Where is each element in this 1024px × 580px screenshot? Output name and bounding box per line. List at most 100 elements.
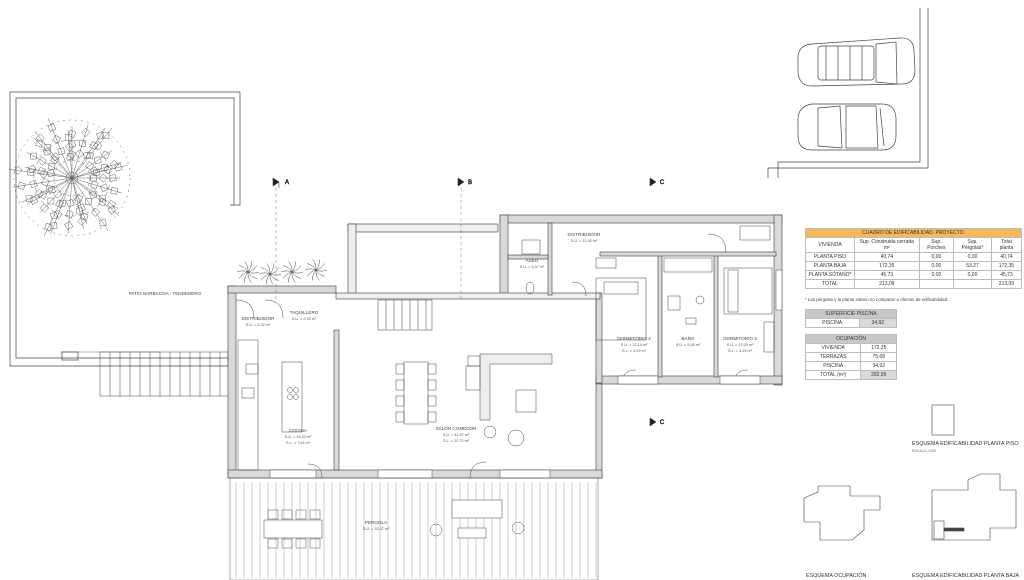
plant-leaf bbox=[307, 263, 317, 271]
plant-leaf bbox=[247, 271, 260, 274]
tree-leaf bbox=[79, 139, 87, 147]
label-pergola: PERGOLA bbox=[365, 520, 388, 525]
tree-leaf bbox=[46, 169, 55, 178]
plant-leaf bbox=[236, 270, 249, 273]
plant-leaf bbox=[269, 273, 282, 276]
plant-leaf bbox=[266, 263, 271, 275]
tree-leaf bbox=[40, 177, 50, 187]
tree-leaf bbox=[67, 140, 77, 149]
label-bano: BAÑO bbox=[681, 335, 694, 341]
tree-leaf bbox=[76, 207, 83, 215]
tree-leaf bbox=[34, 189, 44, 199]
tree-leaf bbox=[98, 173, 108, 183]
plant-leaf bbox=[269, 273, 279, 281]
svg-text:S.Ú. = 2,92 m²: S.Ú. = 2,92 m² bbox=[292, 316, 317, 321]
svg-text:S.Ú. = 3,32 m²: S.Ú. = 3,32 m² bbox=[246, 322, 271, 327]
label-aseo: ASEO bbox=[526, 258, 539, 263]
tree-branch bbox=[25, 167, 73, 179]
tree-leaf bbox=[29, 179, 38, 189]
plant-leaf bbox=[291, 271, 296, 283]
plant-leaf bbox=[247, 261, 252, 273]
section-mark-a: A bbox=[272, 177, 289, 300]
schema-ocupacion-caption: ESQUEMA OCUPACIÓN bbox=[806, 573, 867, 579]
tree-leaf bbox=[44, 144, 52, 151]
tree-leaf bbox=[114, 163, 123, 172]
tree-leaf bbox=[13, 165, 23, 175]
plant-leaf bbox=[315, 269, 325, 277]
plant-leaf bbox=[269, 267, 280, 275]
svg-text:S.Ú. = 5,80 m²: S.Ú. = 5,80 m² bbox=[676, 342, 701, 347]
pergola-area bbox=[229, 477, 599, 580]
tree-leaf bbox=[88, 187, 98, 197]
label-vestibulo: TAQUILLERO bbox=[290, 310, 319, 315]
tree-leaf bbox=[47, 185, 56, 194]
tree-branch bbox=[21, 177, 73, 203]
plant-leaf bbox=[315, 269, 328, 272]
plant-leaf bbox=[247, 271, 257, 279]
svg-text:C: C bbox=[660, 420, 665, 426]
edificabilidad-table: CUADRO DE EDIFICABILIDAD. PROYECTO. VIVI… bbox=[805, 228, 1023, 289]
tree-branch bbox=[12, 177, 73, 188]
tree-symbol bbox=[8, 118, 131, 237]
label-distribuidor-1: DISTRIBUIDOR bbox=[242, 316, 276, 321]
plant-leaf bbox=[291, 261, 296, 273]
tree-branch bbox=[26, 152, 73, 179]
tree-leaf bbox=[35, 139, 44, 148]
tree-leaf bbox=[109, 160, 119, 170]
schema-planta-baja-caption: ESQUEMA EDIFICABILIDAD PLANTA BAJA bbox=[912, 573, 1020, 579]
label-salon: SALÓN COMEDOR bbox=[436, 425, 478, 431]
plant-leaf bbox=[239, 265, 249, 273]
label-patio: PATIO BARBACOA - TENDEDERO bbox=[129, 291, 202, 296]
section-mark-c: C C bbox=[649, 177, 665, 427]
tree-leaf bbox=[30, 152, 37, 160]
tree-leaf bbox=[49, 211, 59, 220]
plant-leaf bbox=[247, 265, 258, 273]
tree-leaf bbox=[103, 165, 112, 175]
tree-leaf bbox=[64, 142, 74, 152]
svg-text:C: C bbox=[660, 180, 665, 186]
plant-leaf bbox=[247, 271, 252, 283]
schema-planta-baja-shape bbox=[931, 473, 1017, 541]
schema-planta-piso-scale: ESCALA 1:500 bbox=[912, 449, 936, 453]
svg-text:S.L. = 7,61 m²: S.L. = 7,61 m² bbox=[286, 441, 311, 445]
plant-leaf bbox=[283, 265, 293, 273]
tree-branch bbox=[8, 168, 73, 179]
tree-branch bbox=[71, 161, 122, 179]
label-dorm2: DORMITORIO 2 bbox=[617, 336, 651, 341]
svg-text:B: B bbox=[468, 180, 472, 186]
tree-branch bbox=[71, 165, 127, 179]
tree-leaf bbox=[107, 205, 117, 215]
tree-leaf bbox=[48, 162, 56, 171]
svg-text:S.Ú. = 3,07 m²: S.Ú. = 3,07 m² bbox=[520, 264, 545, 269]
tree-leaf bbox=[37, 166, 46, 176]
svg-text:S.L. = 3,29 m²: S.L. = 3,29 m² bbox=[728, 349, 753, 353]
tree-leaf bbox=[102, 132, 110, 139]
tree-leaf bbox=[72, 196, 82, 206]
tree-branch bbox=[67, 130, 73, 179]
svg-text:S.Ú. = 41,97 m²: S.Ú. = 41,97 m² bbox=[443, 432, 470, 437]
tree-branch bbox=[71, 150, 112, 179]
svg-text:S.Ú. = 12,14 m²: S.Ú. = 12,14 m² bbox=[621, 342, 648, 347]
tree-branch bbox=[71, 177, 120, 216]
schema-drawings bbox=[803, 404, 1017, 541]
tree-branch bbox=[71, 177, 122, 194]
plant-leaf bbox=[315, 269, 320, 281]
svg-text:S.Ú. = 15,43 m²: S.Ú. = 15,43 m² bbox=[285, 434, 312, 439]
windows bbox=[269, 269, 783, 479]
tree-leaf bbox=[38, 190, 48, 200]
section-markers: A B C C bbox=[272, 177, 665, 427]
room-labels: PATIO BARBACOA - TENDEDERO DISTRIBUIDOR … bbox=[129, 232, 757, 531]
label-dorm3: DORMITORIO 3 bbox=[723, 336, 757, 341]
plant-leaf bbox=[312, 269, 317, 281]
tree-leaf bbox=[81, 127, 91, 137]
tree-leaf bbox=[17, 181, 26, 190]
car-bottom bbox=[797, 103, 897, 151]
tree-leaf bbox=[39, 203, 49, 213]
